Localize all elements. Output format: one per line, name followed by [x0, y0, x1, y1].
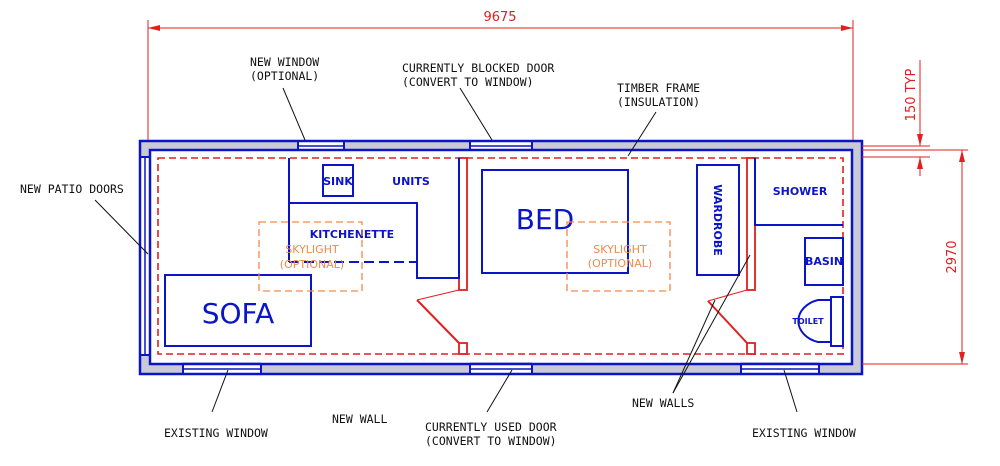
top-window-new	[297, 139, 345, 152]
skylight-1	[258, 221, 363, 292]
note-used-door-sub: (CONVERT TO WINDOW)	[425, 434, 557, 448]
note-existing-window-right: EXISTING WINDOW	[752, 426, 856, 440]
dimension-width-text: 2970	[945, 240, 960, 273]
sofa-label: SOFA	[202, 297, 275, 330]
skylight-1-label: SKYLIGHT	[285, 243, 339, 256]
sink	[322, 164, 354, 197]
basin	[804, 237, 844, 286]
bottom-window-right	[740, 362, 820, 376]
skylight-2	[566, 221, 671, 292]
bed-label: BED	[516, 203, 574, 236]
toilet-label: TOILET	[792, 317, 824, 326]
note-blocked-door-sub: (CONVERT TO WINDOW)	[402, 75, 534, 89]
outer-walls	[138, 139, 864, 376]
note-blocked-door: CURRENTLY BLOCKED DOOR	[402, 61, 554, 75]
note-timber-frame: TIMBER FRAME	[617, 81, 700, 95]
dimension-wall	[862, 60, 930, 176]
note-patio-doors: NEW PATIO DOORS	[20, 182, 124, 196]
dimension-width	[862, 149, 968, 365]
skylight-2-label: SKYLIGHT	[593, 243, 647, 256]
skylight-1-sub: (OPTIONAL)	[280, 258, 344, 271]
sink-label: SINK	[323, 175, 353, 188]
note-timber-frame-sub: (INSULATION)	[617, 95, 700, 109]
dimension-length	[147, 20, 854, 140]
bottom-door-used	[469, 362, 533, 376]
note-new-wall: NEW WALL	[332, 412, 387, 426]
shower-label: SHOWER	[773, 185, 828, 198]
note-used-door: CURRENTLY USED DOOR	[425, 420, 557, 434]
note-new-walls: NEW WALLS	[632, 396, 694, 410]
skylight-2-sub: (OPTIONAL)	[588, 257, 652, 270]
note-new-window: NEW WINDOW	[250, 55, 319, 69]
note-new-window-sub: (OPTIONAL)	[250, 69, 319, 83]
toilet	[797, 296, 844, 347]
bottom-window-left	[182, 362, 262, 376]
patio-doors	[138, 156, 152, 356]
shower	[754, 158, 843, 226]
sofa	[164, 274, 312, 347]
dimension-wall-text: 150 TYP	[904, 69, 919, 122]
kitchen-units	[288, 158, 460, 279]
units-label: UNITS	[392, 175, 430, 188]
kitchenette-label: KITCHENETTE	[310, 228, 394, 241]
basin-label: BASIN	[805, 255, 843, 268]
dimension-length-text: 9675	[483, 10, 516, 25]
leader-lines	[94, 87, 798, 413]
wardrobe-label: WARDROBE	[711, 184, 724, 255]
wardrobe	[696, 164, 740, 276]
top-door-blocked	[469, 139, 533, 152]
note-existing-window-left: EXISTING WINDOW	[164, 426, 268, 440]
